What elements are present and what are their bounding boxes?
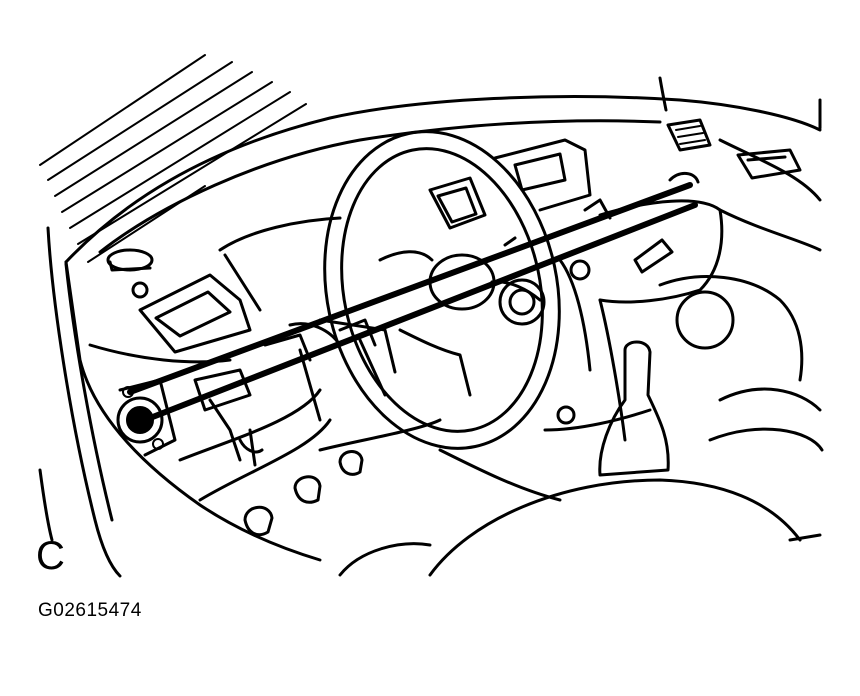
- passenger-side: [598, 118, 822, 382]
- left-air-vent: [106, 248, 154, 299]
- lower-brackets: [193, 318, 377, 467]
- view-label: C: [36, 534, 65, 578]
- dashboard-top: [64, 76, 822, 264]
- windshield-hatching: [39, 54, 307, 263]
- figure-id-label: G02615474: [38, 600, 142, 621]
- steering-wheel: [323, 130, 561, 450]
- instrument-cluster: [138, 216, 342, 354]
- reinforcement-beam: [127, 172, 700, 423]
- pedals: [243, 450, 364, 537]
- center-stack: [428, 138, 592, 372]
- center-console: [338, 298, 824, 577]
- lower-dash: [64, 260, 442, 562]
- beam-left-bracket: [116, 378, 177, 457]
- a-pillar: [38, 226, 122, 578]
- steering-column: [288, 318, 397, 422]
